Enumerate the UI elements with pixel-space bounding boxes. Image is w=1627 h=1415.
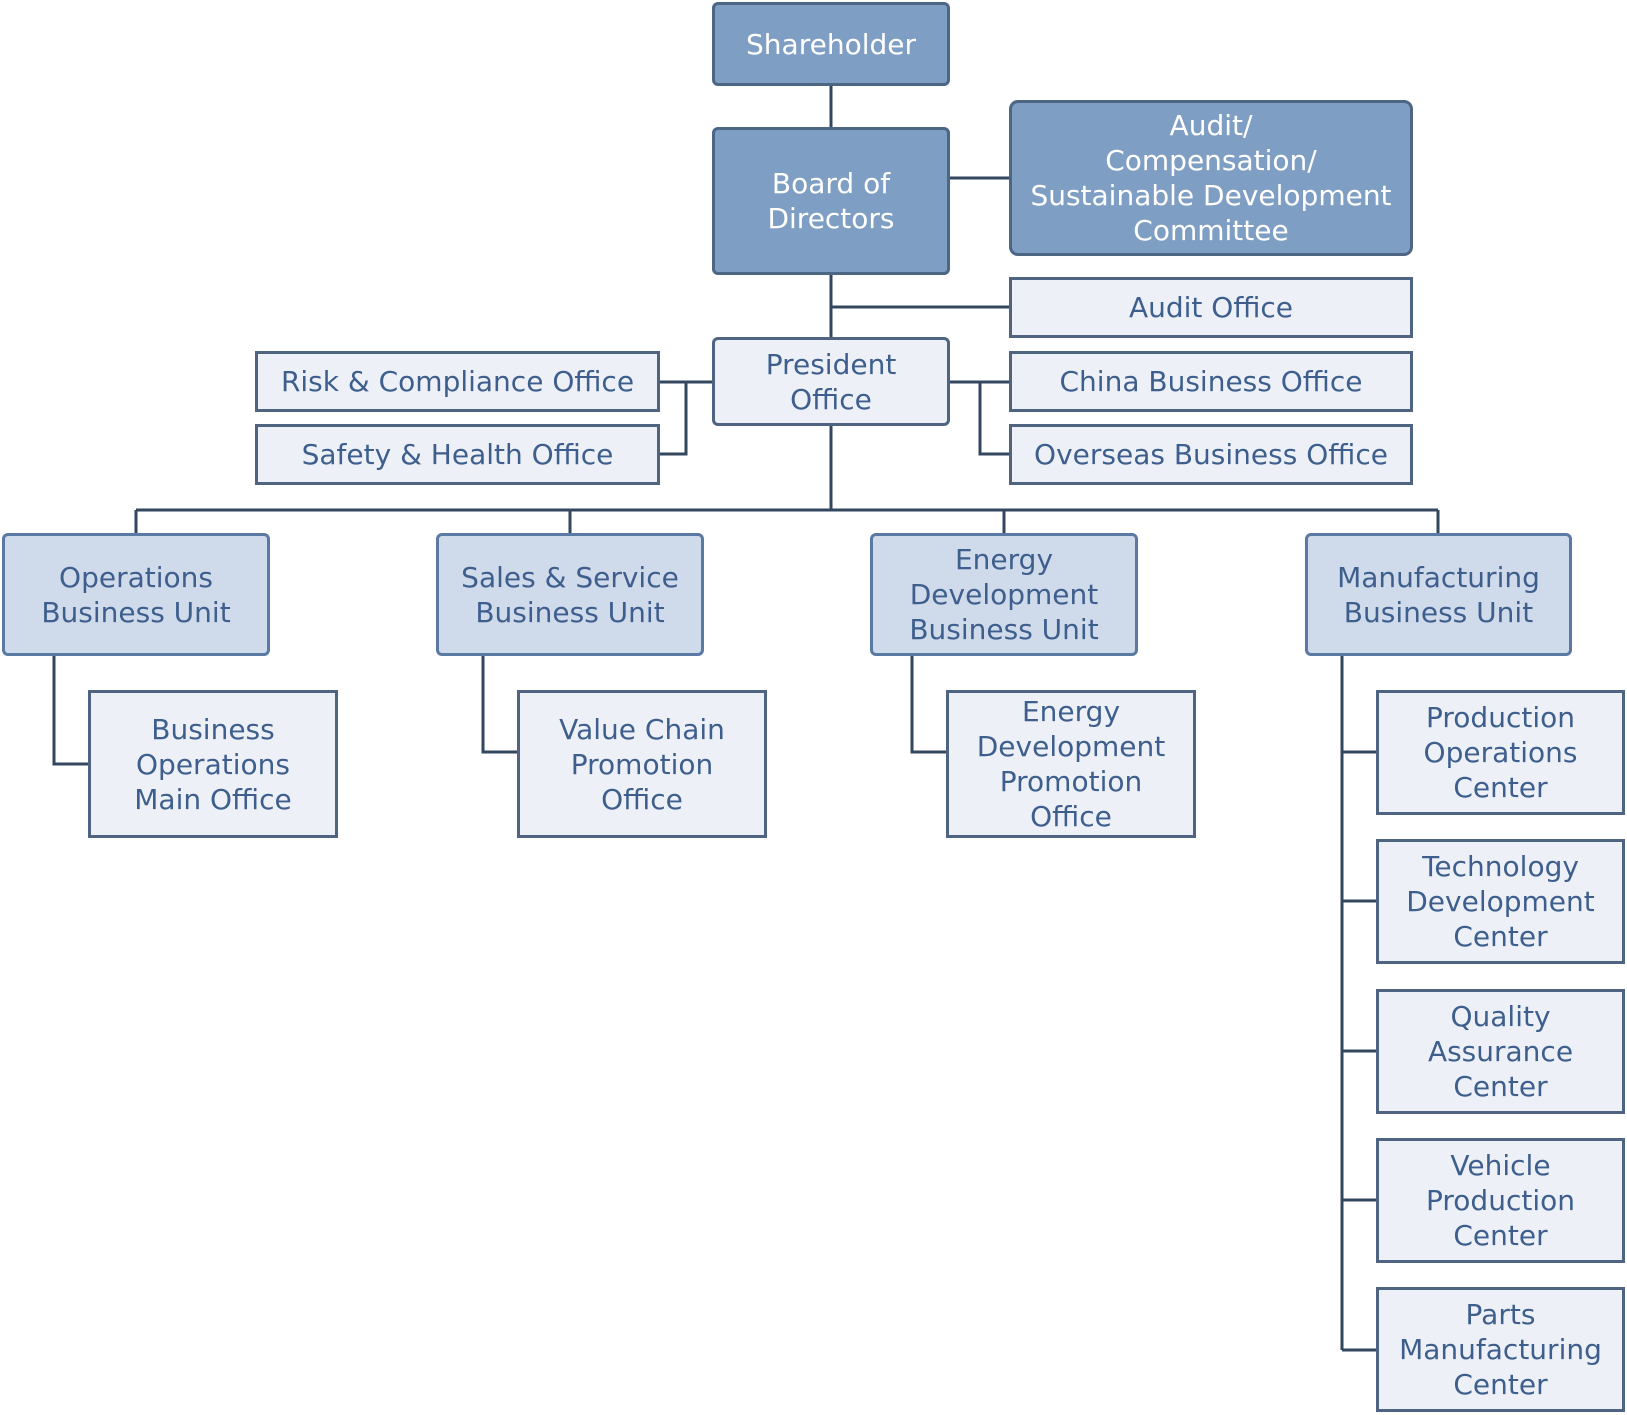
quality-center-box: Quality Assurance Center — [1376, 989, 1625, 1114]
production-ops-center-label: Production Operations Center — [1423, 701, 1578, 804]
parts-mfg-center-box: Parts Manufacturing Center — [1376, 1287, 1625, 1412]
risk-office-box: Risk & Compliance Office — [255, 351, 660, 412]
connector-president-overseas — [978, 382, 1009, 456]
energy-bu-box: Energy Development Business Unit — [870, 533, 1138, 656]
audit-office-box: Audit Office — [1009, 277, 1413, 338]
operations-bu-label: Operations Business Unit — [41, 560, 231, 629]
safety-office-label: Safety & Health Office — [301, 438, 614, 471]
connector-president-safety — [660, 382, 688, 456]
energy-promotion-office-box: Energy Development Promotion Office — [946, 690, 1196, 838]
president-office-box: President Office — [712, 337, 950, 426]
committee-box: Audit/ Compensation/ Sustainable Develop… — [1009, 100, 1413, 256]
connector-energy-promotion — [910, 656, 946, 754]
safety-office-box: Safety & Health Office — [255, 424, 660, 485]
sales-bu-box: Sales & Service Business Unit — [436, 533, 704, 656]
shareholder-label: Shareholder — [746, 27, 916, 61]
china-office-label: China Business Office — [1059, 365, 1363, 398]
vehicle-prod-center-label: Vehicle Production Center — [1426, 1149, 1575, 1252]
connector-sales-value-chain — [481, 656, 517, 754]
manufacturing-bu-box: Manufacturing Business Unit — [1305, 533, 1572, 656]
connector-operations-main-office — [52, 656, 88, 766]
quality-center-label: Quality Assurance Center — [1427, 1000, 1574, 1103]
business-ops-main-office-label: Business Operations Main Office — [134, 712, 292, 816]
board-box: Board of Directors — [712, 127, 950, 275]
business-ops-main-office-box: Business Operations Main Office — [88, 690, 338, 838]
energy-promotion-office-label: Energy Development Promotion Office — [976, 695, 1166, 833]
president-office-label: President Office — [765, 347, 897, 416]
value-chain-office-label: Value Chain Promotion Office — [559, 712, 725, 816]
value-chain-office-box: Value Chain Promotion Office — [517, 690, 767, 838]
production-ops-center-box: Production Operations Center — [1376, 690, 1625, 815]
tech-dev-center-label: Technology Development Center — [1406, 850, 1595, 953]
operations-bu-box: Operations Business Unit — [2, 533, 270, 656]
china-office-box: China Business Office — [1009, 351, 1413, 412]
manufacturing-bu-label: Manufacturing Business Unit — [1337, 560, 1540, 629]
parts-mfg-center-label: Parts Manufacturing Center — [1399, 1298, 1602, 1401]
tech-dev-center-box: Technology Development Center — [1376, 839, 1625, 964]
shareholder-box: Shareholder — [712, 2, 950, 86]
audit-office-label: Audit Office — [1128, 291, 1294, 324]
risk-office-label: Risk & Compliance Office — [280, 365, 635, 398]
overseas-office-label: Overseas Business Office — [1034, 438, 1388, 471]
overseas-office-box: Overseas Business Office — [1009, 424, 1413, 485]
sales-bu-label: Sales & Service Business Unit — [461, 560, 679, 629]
connector-group — [52, 86, 1440, 1352]
energy-bu-label: Energy Development Business Unit — [909, 543, 1099, 646]
committee-label: Audit/ Compensation/ Sustainable Develop… — [1030, 109, 1392, 247]
vehicle-prod-center-box: Vehicle Production Center — [1376, 1138, 1625, 1263]
board-label: Board of Directors — [767, 167, 895, 235]
